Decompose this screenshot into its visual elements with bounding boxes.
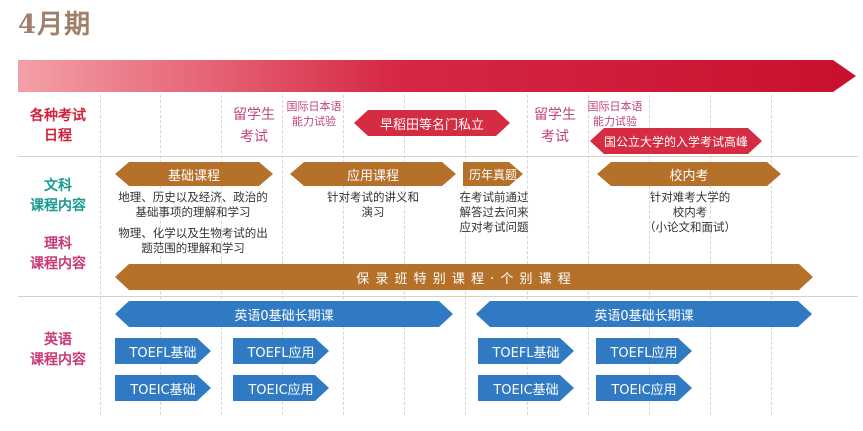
- jpn-proficiency-exam-1: 国际日本语 能力试验: [286, 100, 342, 128]
- month-divider: [649, 95, 650, 415]
- english-long-course-label: 英语0基础长期课: [234, 308, 334, 324]
- toeic-basic-arrow-2: TOEIC基础: [478, 375, 574, 401]
- month-divider: [282, 95, 283, 415]
- public-univ-exam-label: 国公立大学的入学考试高峰: [603, 134, 748, 149]
- past-exams-arrow: 历年真题: [463, 162, 523, 186]
- toeic-basic-label: TOEIC基础: [130, 382, 196, 398]
- basic-course-science-desc: 物理、化学以及生物考试的出 题范围的理解和学习: [118, 226, 268, 255]
- month-divider: [404, 95, 405, 415]
- month-divider: [588, 95, 589, 415]
- toefl-applied-label: TOEFL应用: [610, 345, 678, 361]
- month-divider: [343, 95, 344, 415]
- month-divider: [160, 95, 161, 415]
- arts-course-label: 文科 课程内容: [30, 178, 86, 214]
- timeline-banner: [18, 60, 856, 92]
- toeic-basic-arrow-1: TOEIC基础: [115, 375, 211, 401]
- exam-schedule-label: 各种考试 日程: [30, 108, 86, 144]
- science-course-label: 理科 课程内容: [30, 236, 86, 272]
- row-separator: [18, 156, 858, 157]
- past-exams-label: 历年真题: [468, 167, 517, 182]
- toefl-applied-label: TOEFL应用: [247, 345, 315, 361]
- basic-course-arts-desc: 地理、历史以及经济、政治的 基础事项的理解和学习: [118, 190, 268, 219]
- toeic-applied-arrow-1: TOEIC应用: [233, 375, 329, 401]
- special-course-label: 保 录 班 特 别 课 程 · 个 别 课 程: [356, 271, 572, 287]
- applied-course-arrow: 应用课程: [290, 162, 456, 186]
- toefl-applied-arrow-1: TOEFL应用: [233, 338, 329, 364]
- jpn-proficiency-exam-2: 国际日本语 能力试验: [587, 100, 643, 128]
- public-univ-exam-arrow: 国公立大学的入学考试高峰: [590, 128, 762, 154]
- internal-exam-arrow: 校内考: [597, 162, 781, 186]
- month-divider: [221, 95, 222, 415]
- month-divider: [465, 95, 466, 415]
- toefl-basic-label: TOEFL基础: [129, 345, 197, 361]
- toefl-basic-arrow-1: TOEFL基础: [115, 338, 211, 364]
- month-divider: [710, 95, 711, 415]
- toeic-applied-label: TOEIC应用: [611, 382, 677, 398]
- internal-exam-desc: 针对难考大学的 校内考 （小论文和面试）: [644, 190, 736, 234]
- past-exams-desc: 在考试前通过 解答过去问来 应对考试问题: [459, 190, 529, 234]
- study-abroad-exam-2: 留学生 考试: [534, 107, 576, 145]
- row-separator: [18, 296, 858, 297]
- month-divider: [527, 95, 528, 415]
- toefl-basic-arrow-2: TOEFL基础: [478, 338, 574, 364]
- internal-exam-label: 校内考: [669, 168, 709, 184]
- english-long-course-arrow-1: 英语0基础长期课: [115, 301, 453, 327]
- toeic-basic-label: TOEIC基础: [493, 382, 559, 398]
- basic-course-arrow: 基础课程: [115, 162, 273, 186]
- toefl-basic-label: TOEFL基础: [492, 345, 560, 361]
- special-course-arrow: 保 录 班 特 别 课 程 · 个 别 课 程: [115, 264, 813, 290]
- applied-course-label: 应用课程: [346, 168, 399, 184]
- toeic-applied-label: TOEIC应用: [248, 382, 314, 398]
- english-course-label: 英语 课程内容: [30, 332, 86, 368]
- english-long-course-label: 英语0基础长期课: [594, 308, 694, 324]
- study-abroad-exam-1: 留学生 考试: [233, 107, 275, 145]
- applied-course-desc: 针对考试的讲义和 演习: [327, 190, 419, 219]
- page-title: 4月期: [18, 10, 92, 40]
- month-divider: [100, 95, 101, 415]
- basic-course-label: 基础课程: [167, 168, 220, 184]
- month-divider: [771, 95, 772, 415]
- english-long-course-arrow-2: 英语0基础长期课: [476, 301, 812, 327]
- toefl-applied-arrow-2: TOEFL应用: [596, 338, 692, 364]
- toeic-applied-arrow-2: TOEIC应用: [596, 375, 692, 401]
- waseda-exam-arrow: 早稻田等名门私立: [354, 110, 510, 136]
- waseda-exam-label: 早稻田等名门私立: [379, 117, 484, 133]
